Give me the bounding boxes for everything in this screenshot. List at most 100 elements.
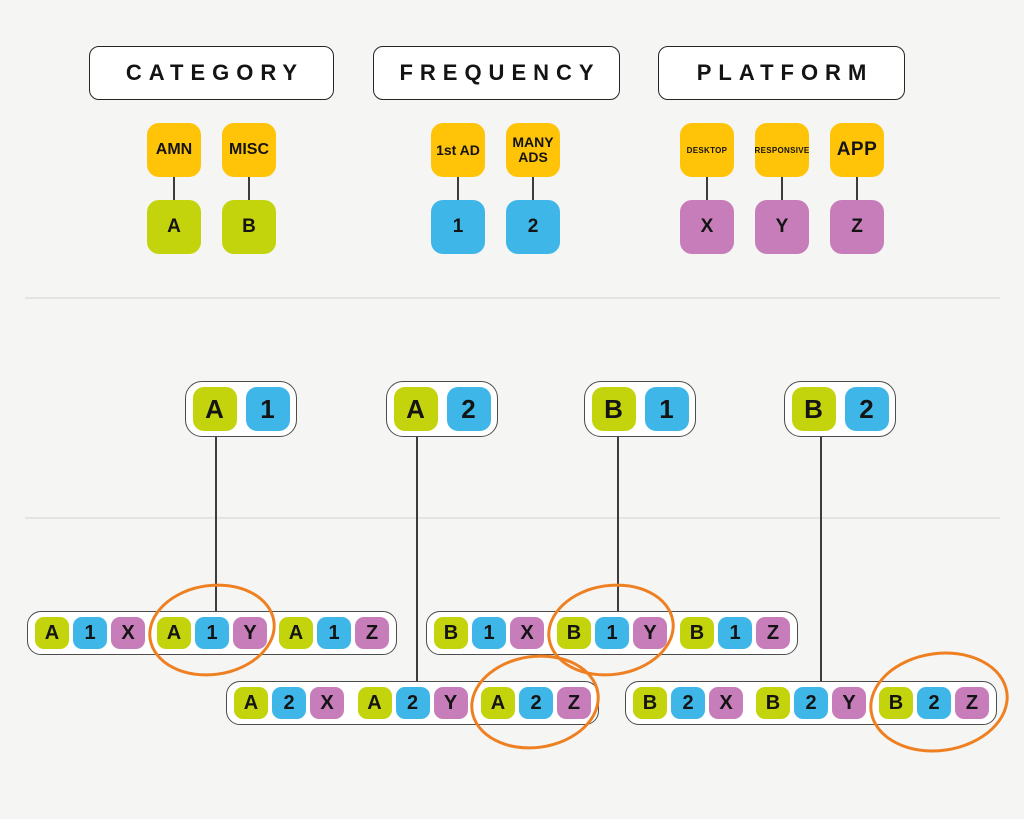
chip-a: A <box>192 387 237 431</box>
chip-a: A <box>393 387 438 431</box>
chip-a: A <box>357 687 392 719</box>
taxonomy-column: MANY ADS 2 <box>506 123 560 254</box>
section-header-frequency: FREQUENCY <box>373 46 620 100</box>
chip-2: 2 <box>272 687 306 719</box>
frequency-columns: 1st AD 1 MANY ADS 2 <box>431 123 560 254</box>
chip-2: 2 <box>395 687 430 719</box>
taxonomy-column: 1st AD 1 <box>431 123 485 254</box>
chip-2: 2 <box>794 687 828 719</box>
chip-z: Z <box>355 617 389 649</box>
chip-1: 1 <box>317 617 351 649</box>
chip-2: 2 <box>519 687 553 719</box>
highlight-circle-a1y <box>142 575 282 685</box>
parent-child-link-line <box>856 177 858 200</box>
child-box: X <box>680 200 734 254</box>
parent-box: MISC <box>222 123 276 177</box>
platform-columns: DESKTOP X RESPONSIVE Y APP Z <box>680 123 884 254</box>
chip-a: A <box>279 617 313 649</box>
chip-1: 1 <box>73 617 107 649</box>
chip-a: A <box>35 617 69 649</box>
divider-line-middle <box>25 517 1000 519</box>
connector-line-a1 <box>215 437 217 611</box>
chip-x: X <box>709 687 743 719</box>
parent-child-link-line <box>173 177 175 200</box>
parent-child-link-line <box>457 177 459 200</box>
parent-child-link-line <box>706 177 708 200</box>
chip-2: 2 <box>917 687 951 719</box>
connector-line-a2 <box>416 437 418 681</box>
chip-b: B <box>879 687 913 719</box>
chip-2: 2 <box>446 387 491 431</box>
divider-line-top <box>25 297 1000 299</box>
connector-line-b1 <box>617 437 619 611</box>
chip-y: Y <box>832 687 866 719</box>
chip-a: A <box>234 687 268 719</box>
taxonomy-column: RESPONSIVE Y <box>755 123 809 254</box>
section-header-platform: PLATFORM <box>658 46 905 100</box>
section-header-category: CATEGORY <box>89 46 334 100</box>
chip-b: B <box>680 617 714 649</box>
chip-x: X <box>510 617 544 649</box>
child-box: 1 <box>431 200 485 254</box>
parent-box: 1st AD <box>431 123 485 177</box>
chip-b: B <box>591 387 636 431</box>
child-box: A <box>147 200 201 254</box>
chip-x: X <box>111 617 145 649</box>
parent-box: MANY ADS <box>506 123 560 177</box>
category-columns: AMN A MISC B <box>147 123 276 254</box>
chip-y: Y <box>433 687 468 719</box>
chip-a: A <box>481 687 515 719</box>
chip-b: B <box>791 387 836 431</box>
taxonomy-column: APP Z <box>830 123 884 254</box>
chip-2: 2 <box>844 387 889 431</box>
chip-z: Z <box>557 687 591 719</box>
chip-1: 1 <box>718 617 752 649</box>
parent-box: DESKTOP <box>680 123 734 177</box>
taxonomy-column: DESKTOP X <box>680 123 734 254</box>
parent-box: RESPONSIVE <box>755 123 809 177</box>
chip-b: B <box>557 617 591 649</box>
chip-1: 1 <box>595 617 629 649</box>
child-box: B <box>222 200 276 254</box>
chip-a: A <box>157 617 191 649</box>
child-box: 2 <box>506 200 560 254</box>
child-box: Z <box>830 200 884 254</box>
chip-1: 1 <box>472 617 506 649</box>
chip-z: Z <box>756 617 790 649</box>
chip-2: 2 <box>671 687 705 719</box>
parent-box: APP <box>830 123 884 177</box>
parent-child-link-line <box>781 177 783 200</box>
taxonomy-column: MISC B <box>222 123 276 254</box>
chip-b: B <box>633 687 667 719</box>
chip-1: 1 <box>195 617 229 649</box>
chip-z: Z <box>955 687 989 719</box>
parent-box: AMN <box>147 123 201 177</box>
connector-line-b2 <box>820 437 822 681</box>
parent-child-link-line <box>248 177 250 200</box>
chip-b: B <box>434 617 468 649</box>
chip-b: B <box>756 687 790 719</box>
chip-y: Y <box>633 617 667 649</box>
chip-y: Y <box>233 617 267 649</box>
chip-x: X <box>310 687 344 719</box>
child-box: Y <box>755 200 809 254</box>
taxonomy-column: AMN A <box>147 123 201 254</box>
chip-1: 1 <box>245 387 290 431</box>
